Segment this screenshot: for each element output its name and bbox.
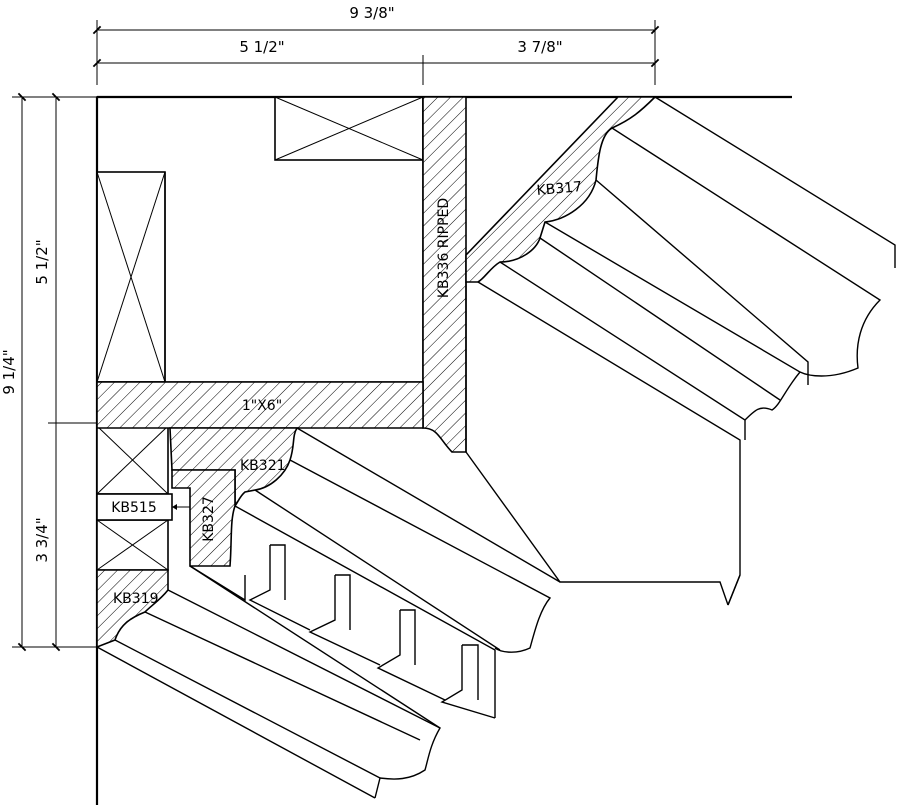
blocking-lower-1 xyxy=(96,425,169,495)
dim-overall-width: 9 3/8" xyxy=(349,4,394,22)
label-kb336: KB336 RIPPED xyxy=(436,198,452,298)
dimension-lines xyxy=(12,20,660,652)
label-kb327: KB327 xyxy=(201,496,217,542)
dim-upper-height: 5 1/2" xyxy=(33,239,51,284)
blocking-left xyxy=(96,171,166,383)
label-kb515: KB515 xyxy=(111,500,157,516)
label-kb321: KB321 xyxy=(240,458,286,474)
label-kb319: KB319 xyxy=(113,591,159,607)
dim-overall-height: 9 1/4" xyxy=(0,349,18,394)
blocking-top xyxy=(274,96,424,161)
label-board-1x6: 1"X6" xyxy=(242,398,282,414)
kb321-molding-face xyxy=(254,427,561,653)
kb336-ripped-section xyxy=(422,96,467,453)
kb319-section xyxy=(96,569,169,649)
blocking-lower-2 xyxy=(96,519,169,571)
dim-lower-height: 3 3/4" xyxy=(33,517,51,562)
kb317-section xyxy=(465,96,657,283)
kb317-molding-face xyxy=(465,96,896,606)
board-1x6-section xyxy=(96,381,424,429)
kb319-molding-face xyxy=(96,565,441,799)
dim-left-width: 5 1/2" xyxy=(239,38,284,56)
dentil-blocks xyxy=(189,505,496,719)
dim-right-width: 3 7/8" xyxy=(517,38,562,56)
label-kb317: KB317 xyxy=(536,179,583,199)
kb321-section xyxy=(169,427,299,509)
kb515-dentil xyxy=(96,493,190,521)
